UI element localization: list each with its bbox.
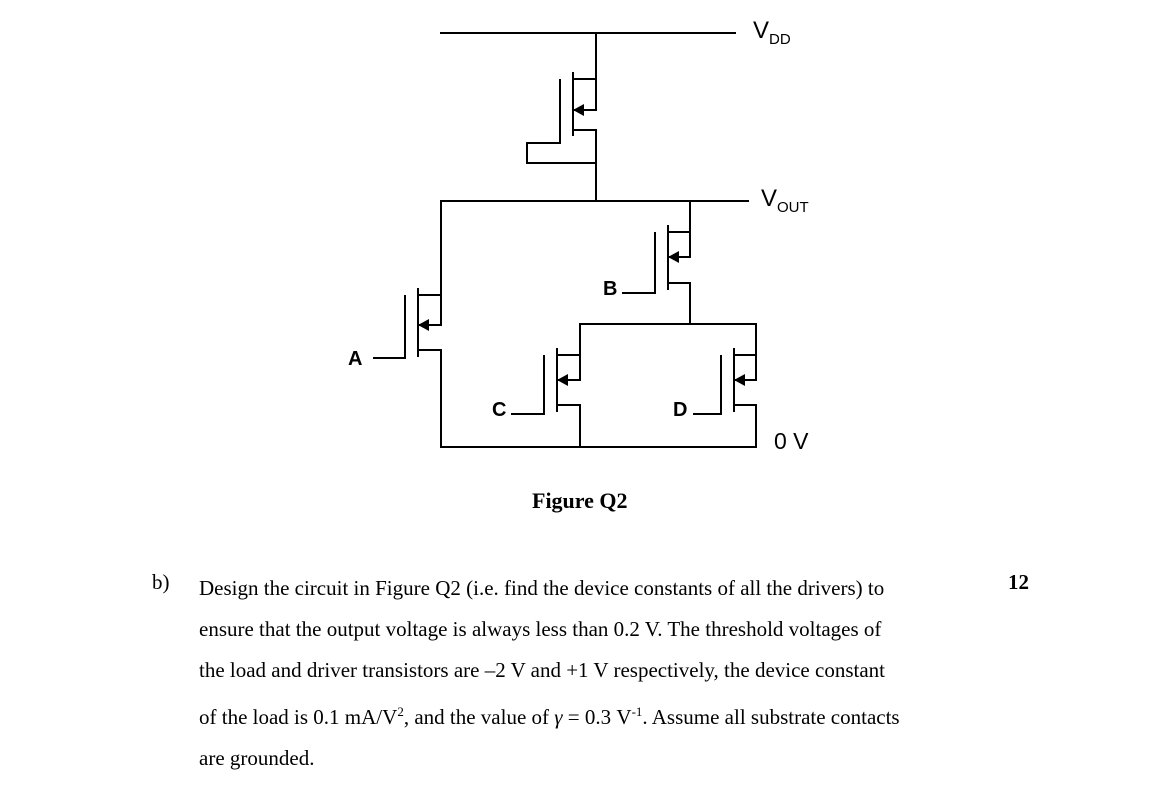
- figure-caption: Figure Q2: [532, 488, 628, 513]
- question-line-2: ensure that the output voltage is always…: [199, 617, 882, 641]
- question-line-5: are grounded.: [199, 746, 315, 770]
- driver-transistor-c: [511, 323, 581, 448]
- input-label-a: A: [348, 348, 362, 370]
- gamma-intro-text: , and the value of: [403, 705, 555, 729]
- load-constant-text: of the load is 0.1 mA/V: [199, 705, 398, 729]
- gamma-value: = 0.3 V: [562, 705, 632, 729]
- input-label-b: B: [603, 278, 617, 300]
- driver-transistor-b: [622, 200, 691, 325]
- question-line-3: the load and driver transistors are –2 V…: [199, 658, 885, 682]
- ground-label: 0 V: [774, 428, 809, 454]
- question-text: Design the circuit in Figure Q2 (i.e. fi…: [199, 568, 989, 779]
- question-line-4: of the load is 0.1 mA/V2, and the value …: [199, 691, 989, 738]
- driver-transistor-a: [373, 200, 442, 448]
- load-constant-exponent: 2: [397, 704, 404, 719]
- question-line-1: Design the circuit in Figure Q2 (i.e. fi…: [199, 576, 885, 600]
- driver-transistor-d: [693, 323, 757, 448]
- load-transistor: [526, 32, 597, 202]
- gamma-symbol: γ: [554, 705, 563, 729]
- input-label-c: C: [492, 399, 506, 421]
- question-part-label: b): [152, 570, 170, 594]
- vout-label: VOUT: [761, 185, 809, 216]
- question-marks: 12: [1008, 570, 1029, 594]
- vdd-label: VDD: [753, 17, 791, 48]
- gamma-exponent: -1: [631, 704, 643, 719]
- input-label-d: D: [673, 399, 687, 421]
- substrate-text: . Assume all substrate contacts: [642, 705, 900, 729]
